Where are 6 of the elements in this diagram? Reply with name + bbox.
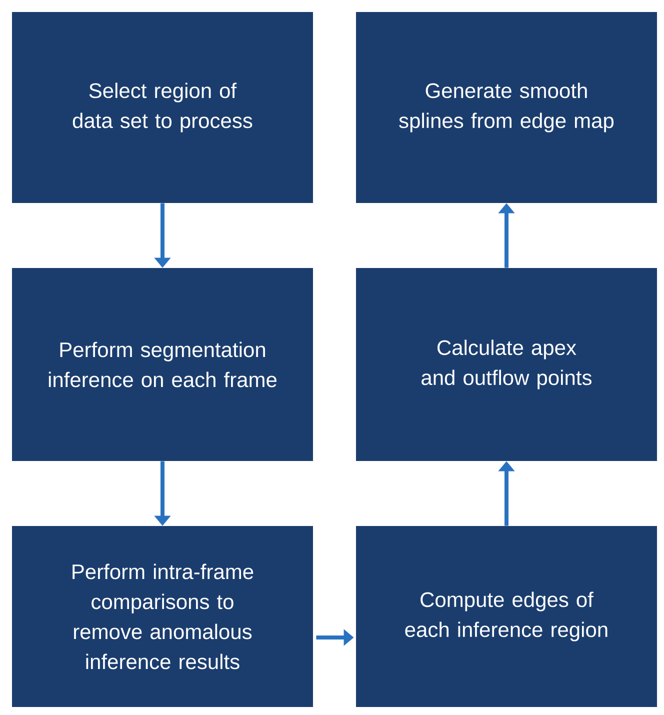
- process-box: Calculate apex and outflow points: [356, 268, 657, 461]
- process-box: Compute edges of each inference region: [356, 526, 657, 707]
- process-box: Generate smooth splines from edge map: [356, 12, 657, 203]
- process-box: Select region of data set to process: [12, 12, 313, 203]
- process-box: Perform segmentation inference on each frame: [12, 268, 313, 461]
- process-box: Perform intra-frame comparisons to remove anomalous inference results: [12, 526, 313, 707]
